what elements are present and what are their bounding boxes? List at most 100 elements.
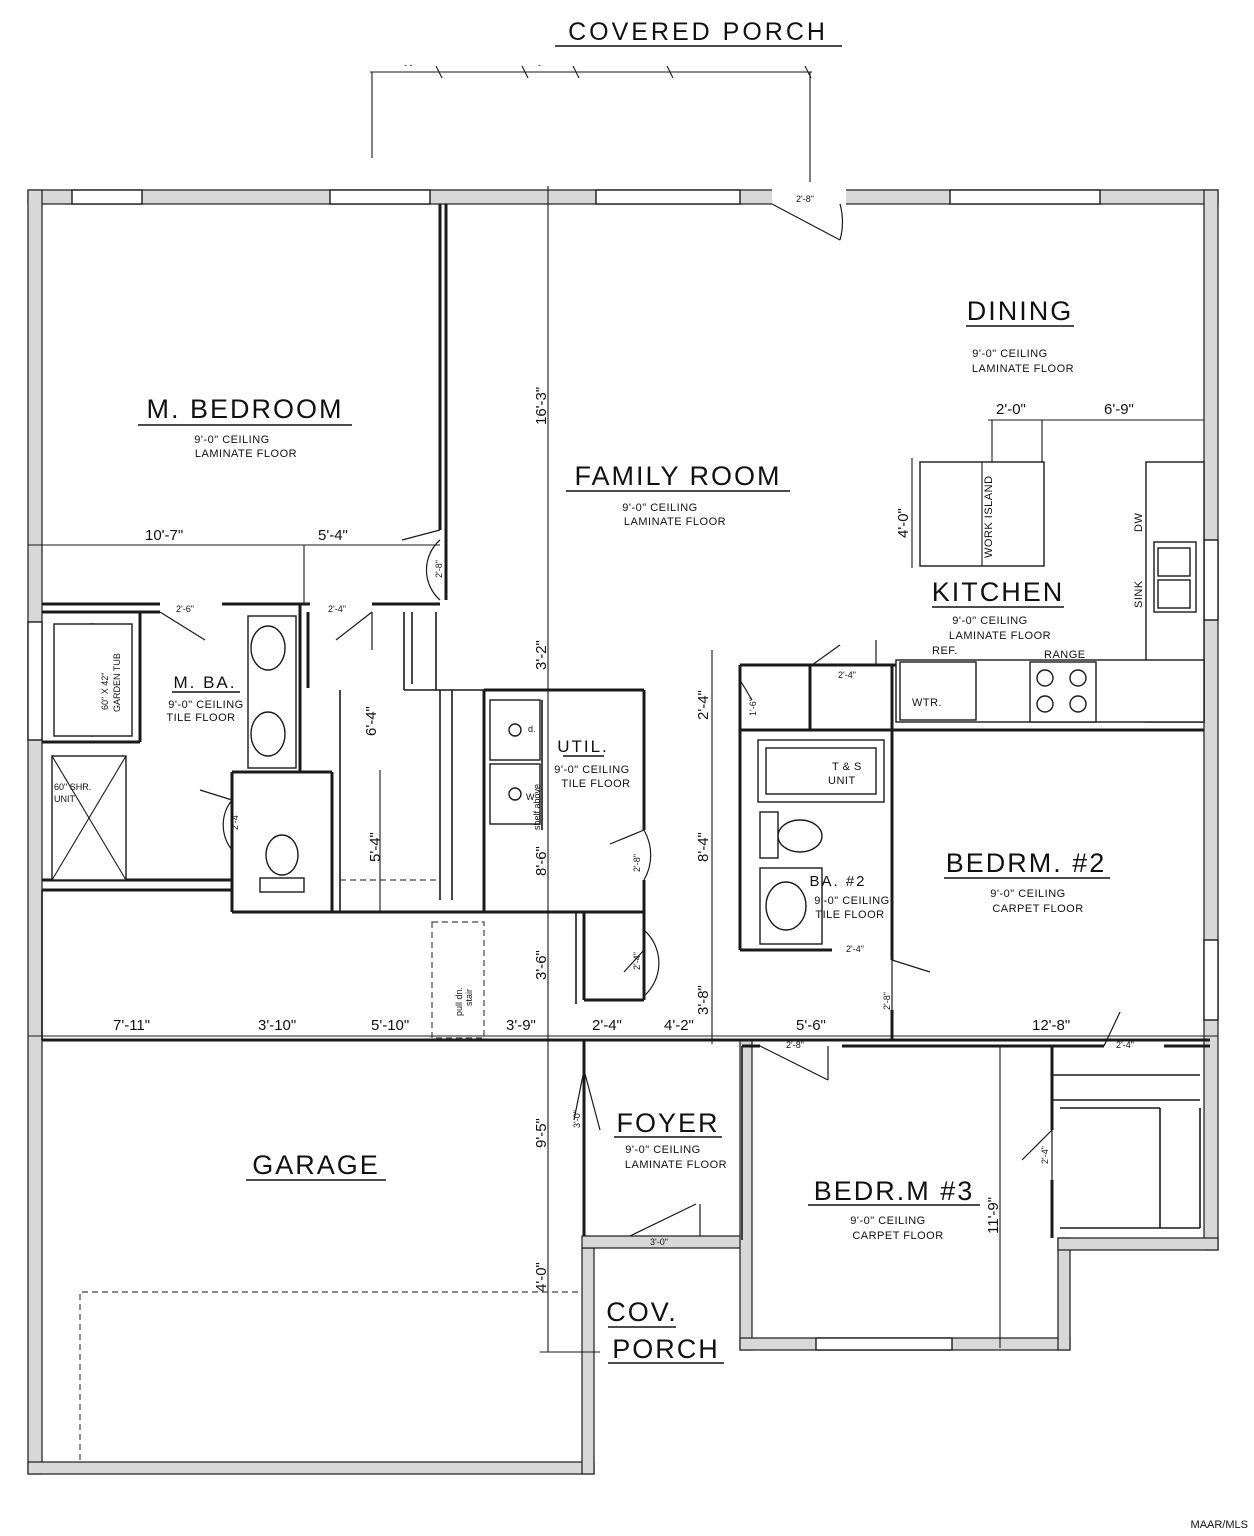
pull-dn-stair-line1: pull dn. bbox=[454, 987, 464, 1016]
room-cov-porch: COV. PORCH bbox=[606, 1297, 724, 1364]
room-name: KITCHEN bbox=[932, 577, 1065, 607]
kitchen-counters bbox=[895, 461, 1205, 723]
util-w-label: W bbox=[526, 792, 535, 802]
dim-9-5: 9'-5" bbox=[533, 1118, 550, 1148]
ceiling-note: 9'-0" CEILING bbox=[194, 434, 269, 446]
dim-4-2: 4'-2" bbox=[664, 1017, 694, 1034]
dim-4-0-porch: 4'-0" bbox=[533, 1262, 550, 1292]
ceiling-note: 9'-0" CEILING bbox=[814, 895, 889, 907]
door-hall-closet: 2'-4" bbox=[632, 952, 642, 970]
garden-tub-size: 60" X 42" bbox=[100, 673, 110, 710]
dim-3-9: 3'-9" bbox=[506, 1017, 536, 1034]
room-bedrm-3: BEDR.M #3 9'-0" CEILING CARPET FLOOR bbox=[808, 1176, 980, 1242]
ceiling-note: 9'-0" CEILING bbox=[952, 615, 1027, 627]
door-ba2: 2'-4" bbox=[846, 944, 864, 954]
room-name: BA. #2 bbox=[809, 873, 866, 890]
door-util: 2'-8" bbox=[632, 854, 642, 872]
dimension-lines bbox=[28, 186, 1218, 1353]
dim-3-10: 3'-10" bbox=[258, 1017, 296, 1034]
floor-note: LAMINATE FLOOR bbox=[972, 363, 1074, 375]
room-foyer: FOYER 9'-0" CEILING LAMINATE FLOOR bbox=[614, 1108, 727, 1171]
room-name: FAMILY ROOM bbox=[574, 461, 781, 491]
garden-tub-label: GARDEN TUB bbox=[112, 653, 122, 712]
shelf-above-label: shelf above bbox=[532, 784, 542, 830]
room-bedrm-2: BEDRM. #2 9'-0" CEILING CARPET FLOOR bbox=[944, 848, 1110, 915]
door-pantry: 2'-4" bbox=[838, 670, 856, 680]
dim-3-8: 3'-8" bbox=[695, 985, 712, 1015]
door-m-bed: 2'-8" bbox=[434, 560, 444, 578]
room-ba-2: BA. #2 9'-0" CEILING TILE FLOOR bbox=[809, 873, 889, 921]
room-name: BEDR.M #3 bbox=[814, 1176, 975, 1206]
dim-5-4-mid: 5'-4" bbox=[367, 832, 384, 862]
door-wc: 2'-4" bbox=[230, 812, 240, 830]
door-foyer-side: 3'-0" bbox=[572, 1110, 582, 1128]
dim-2-4-h: 2'-4" bbox=[592, 1017, 622, 1034]
ceiling-note: 9'-0" CEILING bbox=[850, 1215, 925, 1227]
door-m-ba-left: 2'-6" bbox=[176, 604, 194, 614]
dim-16-3: 16'-3" bbox=[533, 387, 550, 425]
plan-title: COVERED PORCH bbox=[568, 18, 828, 46]
ceiling-note: 9'-0" CEILING bbox=[622, 502, 697, 514]
dim-12-8: 12'-8" bbox=[1032, 1017, 1070, 1034]
door-bedrm3-closet: 2'-4" bbox=[1116, 1040, 1134, 1050]
wtr-label: WTR. bbox=[912, 697, 942, 709]
room-kitchen: KITCHEN 9'-0" CEILING LAMINATE FLOOR bbox=[932, 577, 1065, 642]
dim-7-11: 7'-11" bbox=[113, 1017, 150, 1034]
ceiling-note: 9'-0" CEILING bbox=[972, 348, 1047, 360]
ref-label: REF. bbox=[932, 645, 958, 657]
room-m-bedroom: M. BEDROOM 9'-0" CEILING LAMINATE FLOOR bbox=[138, 394, 352, 460]
ceiling-note: 9'-0" CEILING bbox=[990, 888, 1065, 900]
door-labels: 2'-8" 2'-8" 2'-6" 2'-4" 2'-4" 2'-4" 1'-6… bbox=[176, 194, 1134, 1247]
door-swings bbox=[159, 203, 1121, 1237]
porch-dimension-line: - - - bbox=[370, 60, 812, 182]
door-bedrm3-side: 2'-4" bbox=[1040, 1146, 1050, 1164]
work-island-label: WORK ISLAND bbox=[983, 475, 995, 558]
room-name: BEDRM. #2 bbox=[946, 848, 1107, 878]
dim-4-0-island: 4'-0" bbox=[895, 508, 912, 538]
bath-fixtures bbox=[51, 615, 885, 945]
dim-11-9: 11'-9" bbox=[985, 1197, 1002, 1234]
dim-10-7: 10'-7" bbox=[145, 527, 183, 544]
dim-8-6: 8'-6" bbox=[533, 846, 550, 876]
dim-6-9: 6'-9" bbox=[1104, 401, 1134, 418]
room-m-ba: M. BA. 9'-0" CEILING TILE FLOOR bbox=[166, 673, 243, 724]
dim-3-2: 3'-2" bbox=[533, 640, 550, 670]
room-name: M. BEDROOM bbox=[146, 394, 343, 424]
dimension-labels: 16'-3" 2'-0" 6'-9" 4'-0" 10'-7" 5'-4" 3'… bbox=[113, 387, 1134, 1292]
room-name: GARAGE bbox=[252, 1150, 380, 1180]
floor-note: TILE FLOOR bbox=[166, 712, 235, 724]
dim-2-4-v: 2'-4" bbox=[695, 690, 712, 720]
floor-note: LAMINATE FLOOR bbox=[624, 516, 726, 528]
ceiling-note: 9'-0" CEILING bbox=[554, 764, 629, 776]
ts-label-line2: UNIT bbox=[828, 775, 856, 787]
room-name: UTIL. bbox=[557, 737, 609, 756]
range-label: RANGE bbox=[1044, 649, 1086, 661]
dim-5-4-top: 5'-4" bbox=[318, 527, 348, 544]
room-name: DINING bbox=[967, 296, 1074, 326]
floor-note: TILE FLOOR bbox=[815, 909, 884, 921]
room-name: FOYER bbox=[616, 1108, 719, 1138]
sink-label: SINK bbox=[1133, 580, 1145, 608]
dim-6-4: 6'-4" bbox=[363, 706, 380, 736]
exterior-walls bbox=[27, 189, 1219, 1475]
interior-walls bbox=[41, 204, 1210, 1240]
porch-dim-stub-1: - - bbox=[404, 60, 413, 70]
room-family-room: FAMILY ROOM 9'-0" CEILING LAMINATE FLOOR bbox=[566, 461, 790, 528]
floor-note: CARPET FLOOR bbox=[852, 1230, 943, 1242]
room-garage: GARAGE bbox=[246, 1150, 386, 1181]
door-bedrm2: 2'-8" bbox=[882, 992, 892, 1010]
dim-2-0: 2'-0" bbox=[996, 401, 1026, 418]
dim-5-10: 5'-10" bbox=[371, 1017, 409, 1034]
door-closet-small: 1'-6" bbox=[748, 698, 758, 716]
shower-label-line1: 60" SHR. bbox=[54, 782, 91, 792]
util-d-label: d. bbox=[528, 724, 536, 734]
door-m-ba-right: 2'-4" bbox=[328, 604, 346, 614]
pull-dn-stair-line2: stair bbox=[464, 989, 474, 1006]
porch-label-line1: COV. bbox=[606, 1297, 678, 1327]
room-util: UTIL. 9'-0" CEILING TILE FLOOR bbox=[554, 737, 630, 790]
porch-dim-stub-2: - bbox=[538, 60, 541, 70]
room-dining: DINING 9'-0" CEILING LAMINATE FLOOR bbox=[966, 296, 1074, 375]
floor-note: LAMINATE FLOOR bbox=[195, 448, 297, 460]
door-bedrm3: 2'-8" bbox=[786, 1040, 804, 1050]
